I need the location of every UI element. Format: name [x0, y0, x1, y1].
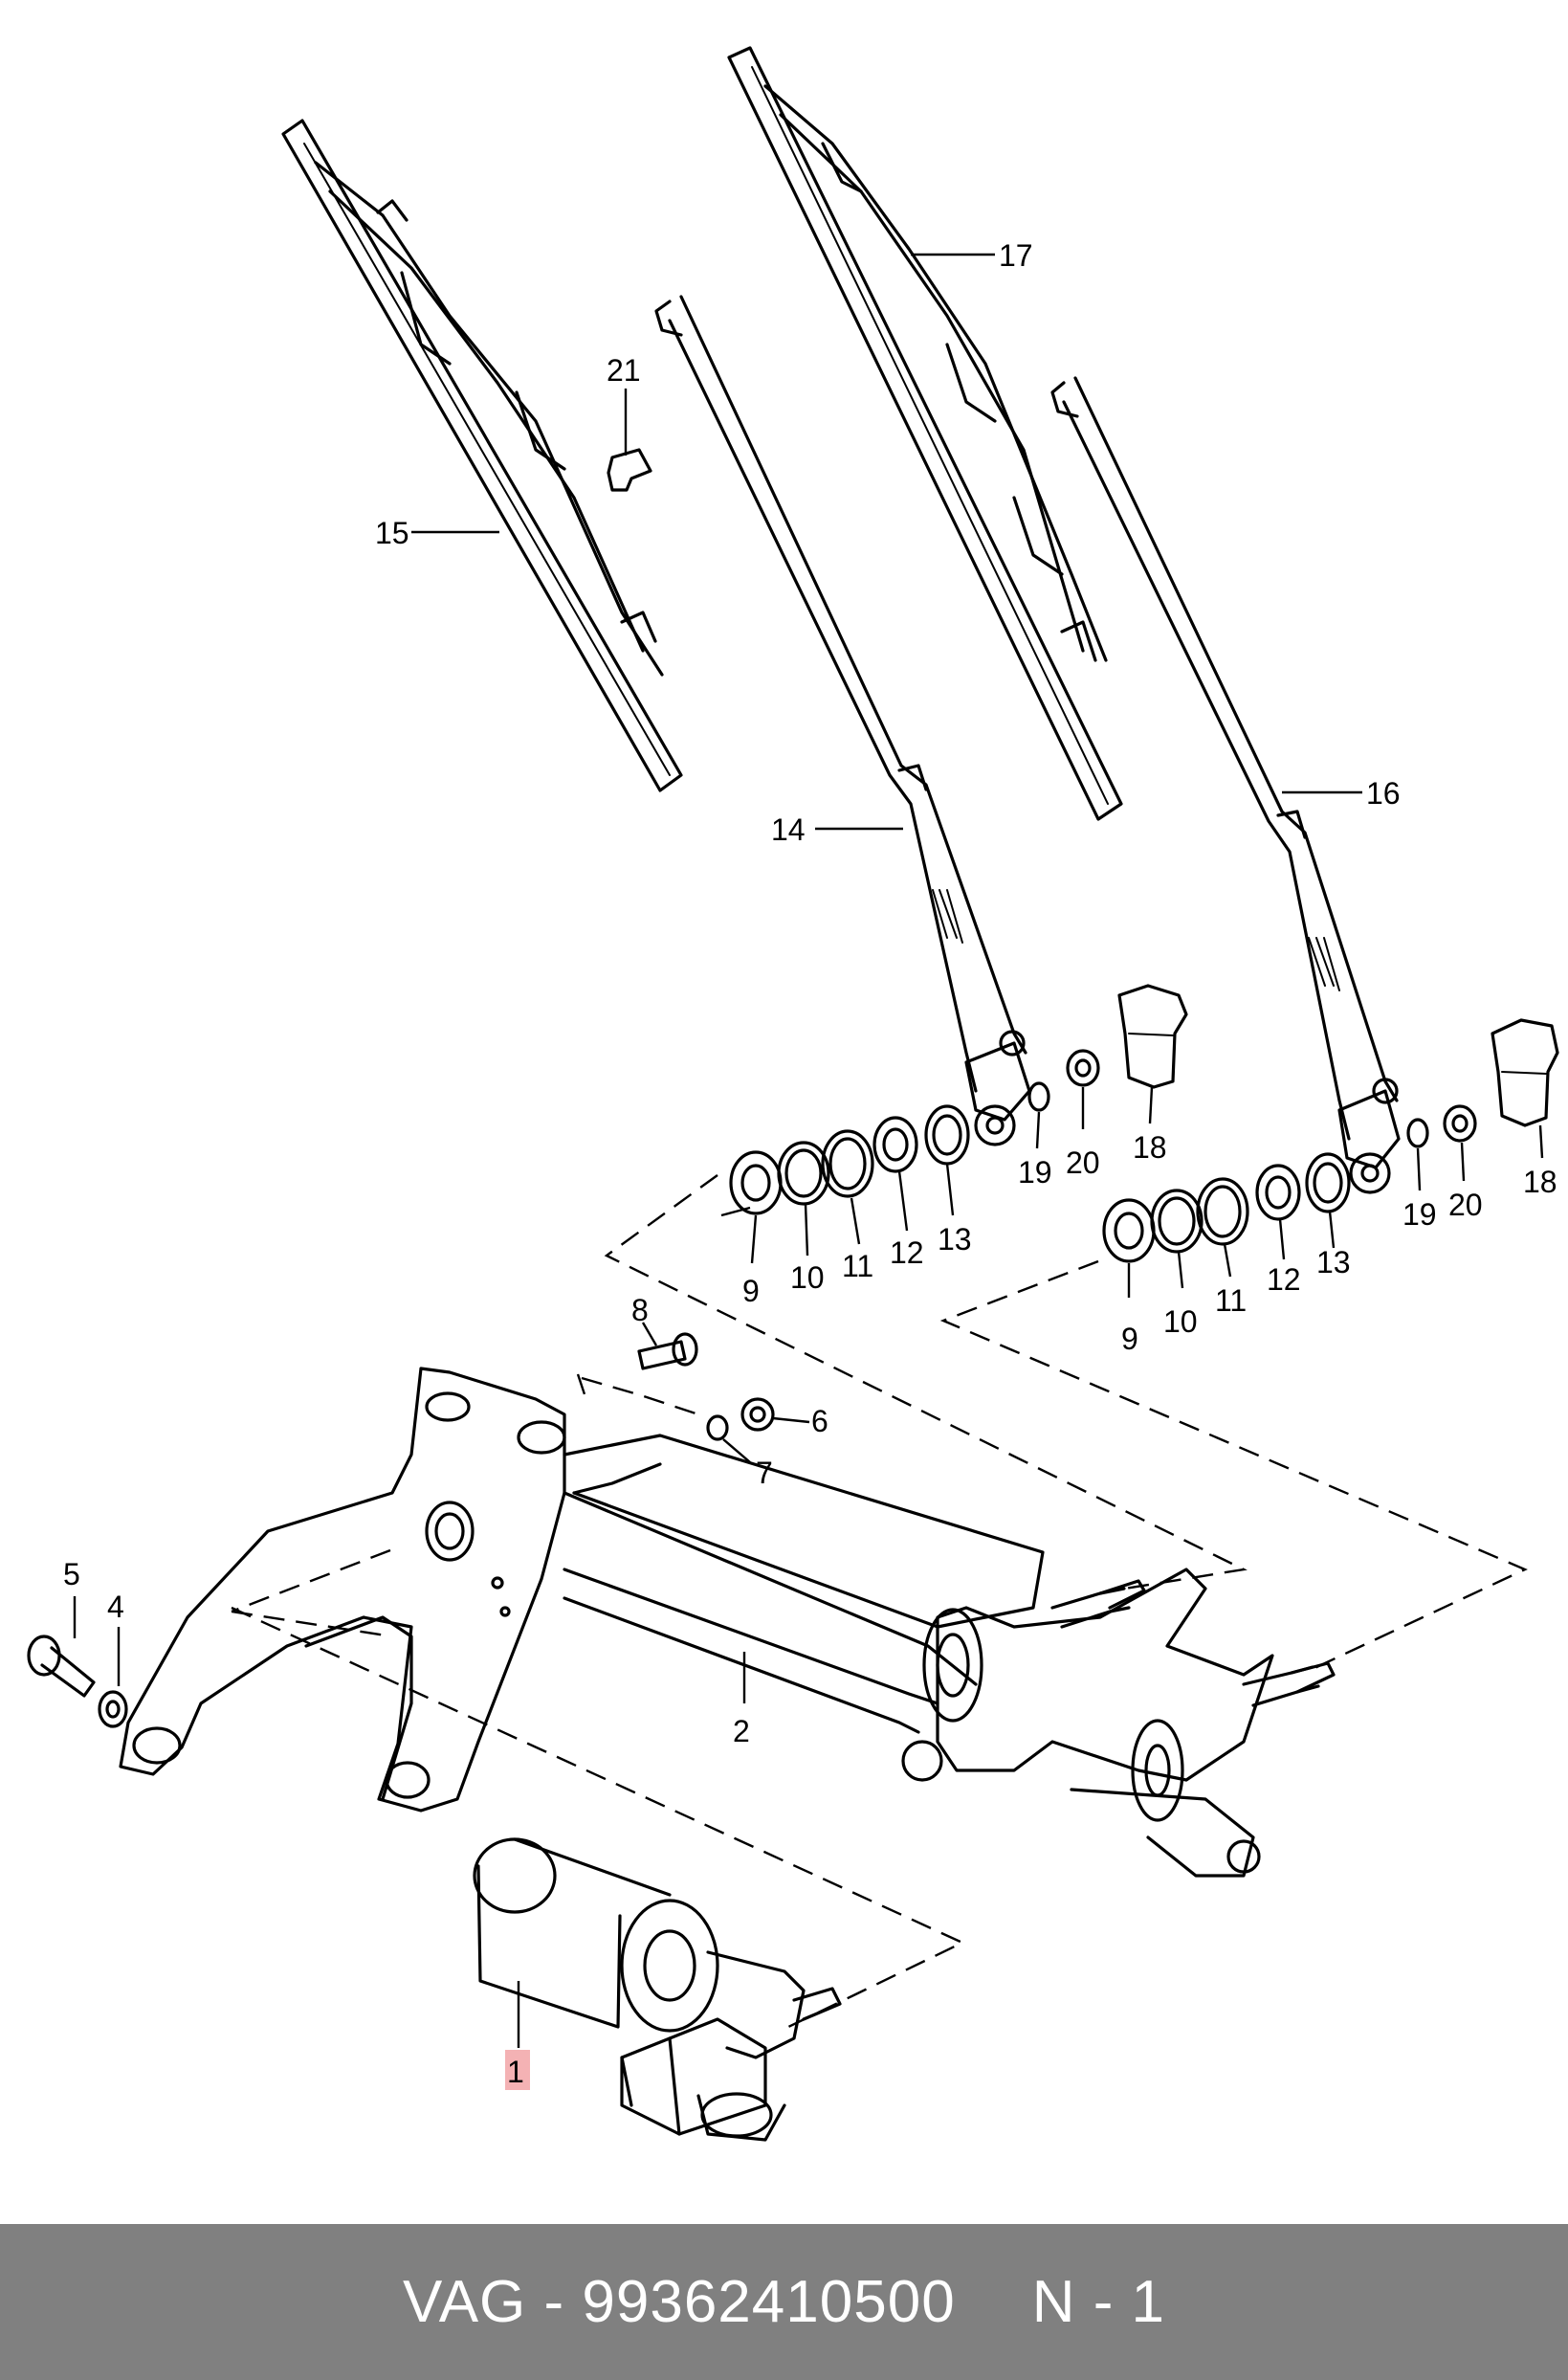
label-11-right[interactable]: 11 — [1215, 1283, 1247, 1318]
label-18-right[interactable]: 18 — [1523, 1165, 1557, 1199]
wiper-blade-15[interactable] — [281, 119, 683, 792]
label-19-left[interactable]: 19 — [1018, 1155, 1052, 1190]
nut-6[interactable] — [740, 1397, 775, 1432]
highlight-part-1 — [505, 2050, 530, 2090]
label-16[interactable]: 16 — [1366, 776, 1401, 811]
label-5[interactable]: 5 — [63, 1557, 80, 1591]
nut-20-right[interactable] — [1443, 1104, 1477, 1143]
cap-18-right[interactable] — [1491, 1018, 1559, 1127]
label-20-right[interactable]: 20 — [1448, 1188, 1483, 1222]
label-15[interactable]: 15 — [375, 516, 409, 550]
nut-20-left[interactable] — [1066, 1049, 1100, 1087]
screw-8[interactable] — [637, 1332, 698, 1370]
washer-7[interactable] — [706, 1414, 729, 1441]
leader-lines — [73, 253, 1544, 2048]
label-9-right[interactable]: 9 — [1121, 1322, 1138, 1356]
label-1[interactable]: 1 — [507, 2055, 524, 2089]
wiper-arm-14[interactable] — [654, 295, 1031, 1146]
screw-5[interactable] — [27, 1635, 96, 1698]
label-7[interactable]: 7 — [756, 1456, 773, 1490]
label-20-left[interactable]: 20 — [1066, 1146, 1100, 1180]
label-6[interactable]: 6 — [811, 1404, 828, 1438]
washer-4[interactable] — [98, 1690, 128, 1728]
label-14[interactable]: 14 — [771, 812, 806, 847]
wiper-arm-16[interactable] — [1050, 376, 1401, 1194]
label-13-left[interactable]: 13 — [938, 1222, 972, 1257]
exploded-parts-diagram: 1 2 4 5 6 7 8 9 10 11 12 13 14 15 16 17 … — [27, 46, 1559, 2142]
label-12-left[interactable]: 12 — [890, 1235, 924, 1270]
label-17[interactable]: 17 — [999, 238, 1033, 273]
linkage-frame-2[interactable] — [119, 1367, 1336, 1878]
label-8[interactable]: 8 — [631, 1293, 649, 1327]
label-18-left[interactable]: 18 — [1133, 1130, 1167, 1165]
label-10-right[interactable]: 10 — [1163, 1304, 1198, 1339]
label-13-right[interactable]: 13 — [1316, 1245, 1351, 1279]
part-21-cap[interactable] — [607, 448, 652, 492]
assembly-lines — [231, 1174, 1528, 2031]
bearing-stack-left[interactable] — [729, 1104, 970, 1215]
part-reference: VAG - 99362410500 — [402, 2269, 956, 2335]
label-19-right[interactable]: 19 — [1402, 1197, 1437, 1232]
label-11-left[interactable]: 11 — [842, 1249, 873, 1283]
cap-18-left[interactable] — [1117, 984, 1188, 1089]
wiper-blade-17[interactable] — [727, 46, 1123, 821]
part-labels: 1 2 4 5 6 7 8 9 10 11 12 13 14 15 16 17 … — [63, 238, 1557, 2090]
clip-19-right[interactable] — [1406, 1118, 1429, 1148]
label-9-left[interactable]: 9 — [742, 1274, 760, 1308]
label-2[interactable]: 2 — [733, 1714, 750, 1748]
label-4[interactable]: 4 — [107, 1590, 124, 1624]
wiper-motor-1[interactable] — [473, 1837, 842, 2142]
clip-19-left[interactable] — [1027, 1081, 1050, 1112]
footer-bar: VAG - 99362410500 N - 1 — [0, 2224, 1568, 2380]
position-reference: N - 1 — [1031, 2269, 1166, 2335]
label-10-left[interactable]: 10 — [790, 1260, 825, 1295]
label-21[interactable]: 21 — [607, 353, 641, 388]
label-12-right[interactable]: 12 — [1267, 1262, 1301, 1297]
bearing-stack-right[interactable] — [1102, 1152, 1351, 1263]
